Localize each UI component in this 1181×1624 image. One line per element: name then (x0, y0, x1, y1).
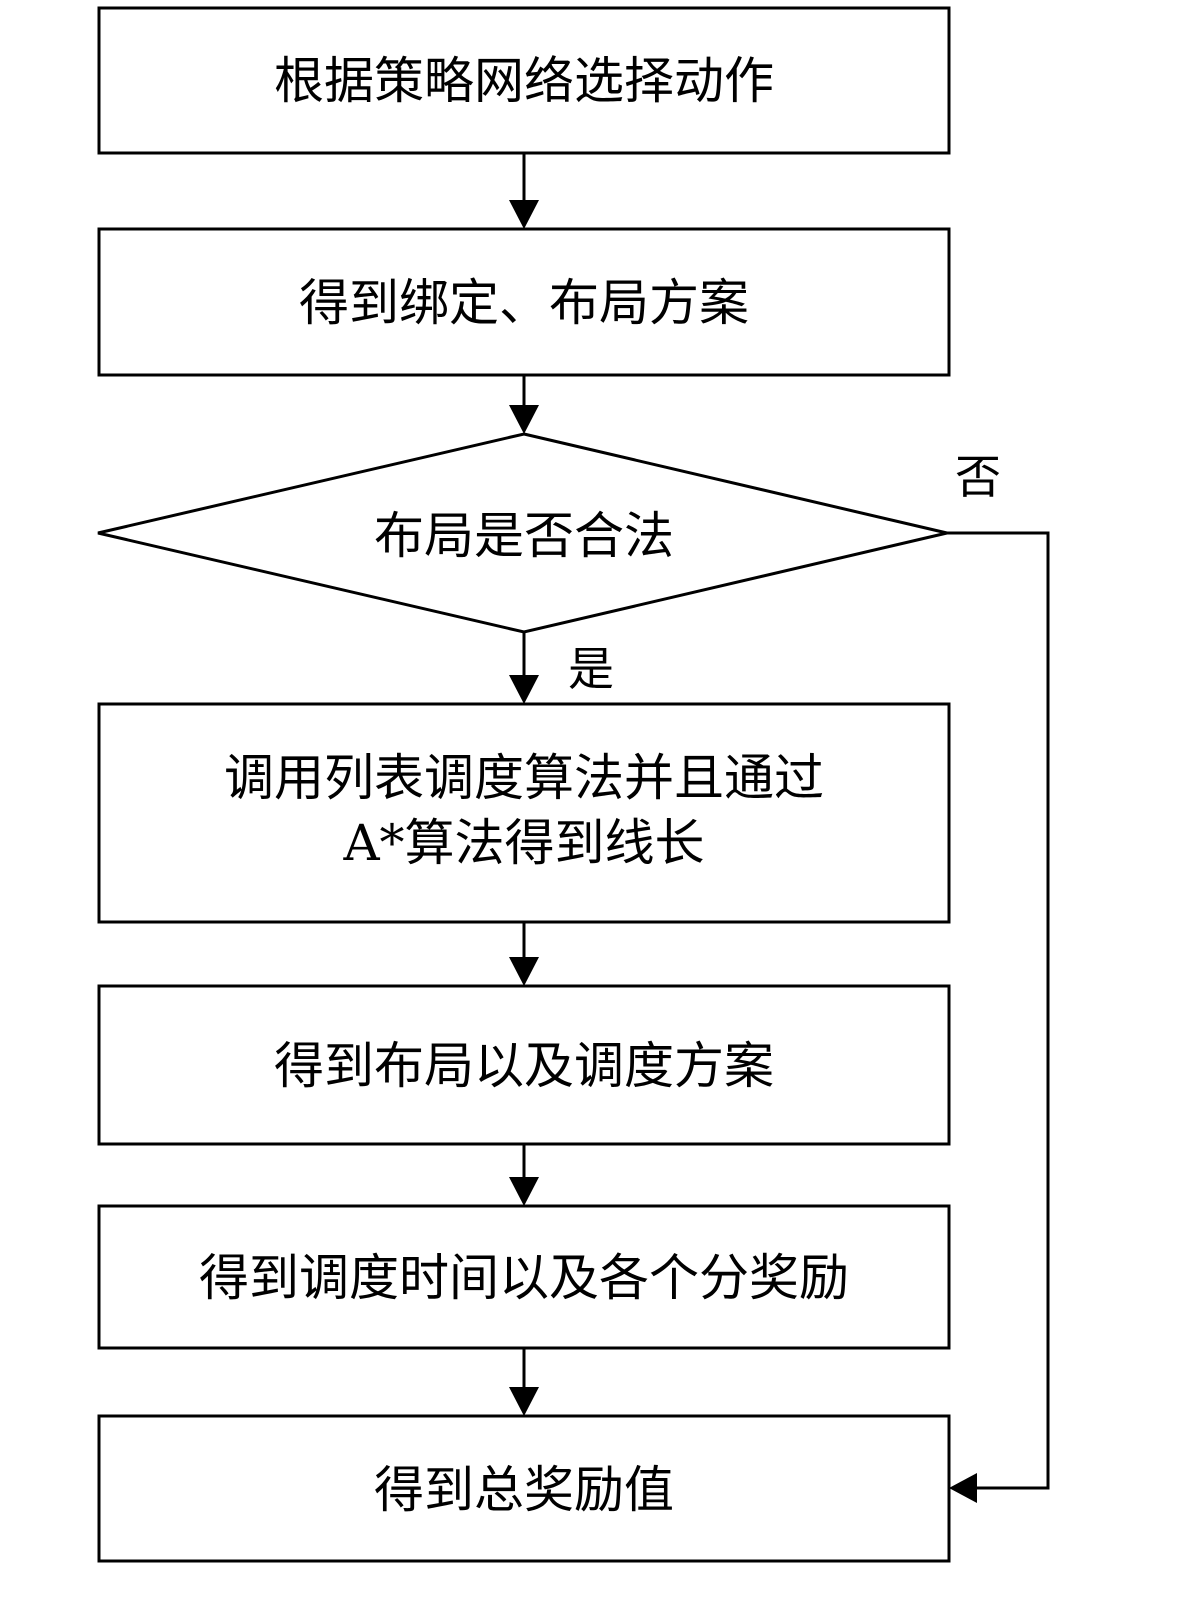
node-box (97, 6, 951, 155)
edge-line (947, 531, 1050, 1490)
edge-plan-to-time (509, 1144, 539, 1206)
node-label: 得到布局以及调度方案 (274, 1037, 774, 1095)
node-list-scheduling: 调用列表调度算法并且通过 A*算法得到线长 (97, 702, 951, 924)
edge-decision-yes: 是 (509, 632, 614, 704)
arrowhead-icon (509, 1177, 539, 1206)
node-label: 得到总奖励值 (374, 1461, 674, 1519)
arrowhead-icon (509, 1387, 539, 1416)
node-layout-legal: 布局是否合法 (97, 432, 948, 634)
node-get-binding-layout: 得到绑定、布局方案 (97, 227, 951, 377)
node-get-time-rewards: 得到调度时间以及各个分奖励 (97, 1204, 951, 1350)
node-box (97, 702, 951, 924)
node-box (97, 984, 951, 1146)
node-label: 得到绑定、布局方案 (299, 274, 749, 332)
arrowhead-icon (509, 200, 539, 229)
edge-decision-no: 否 (947, 450, 1050, 1503)
edge-time-to-total (509, 1348, 539, 1416)
node-box (97, 1414, 951, 1563)
node-label: 得到调度时间以及各个分奖励 (199, 1249, 849, 1307)
arrowhead-icon (509, 957, 539, 986)
node-get-layout-schedule: 得到布局以及调度方案 (97, 984, 951, 1146)
node-label-line-2: A*算法得到线长 (342, 814, 704, 872)
edge-binding-to-decision (509, 375, 539, 434)
edge-label-no: 否 (955, 450, 1001, 504)
node-get-total-reward: 得到总奖励值 (97, 1414, 951, 1563)
node-label: 根据策略网络选择动作 (274, 52, 774, 110)
node-label: 布局是否合法 (374, 507, 674, 565)
node-box (97, 227, 951, 377)
edge-scheduling-to-plan (509, 922, 539, 986)
edge-select-to-binding (509, 153, 539, 229)
arrowhead-icon (509, 405, 539, 434)
node-select-action: 根据策略网络选择动作 (97, 6, 951, 155)
edge-label-yes: 是 (568, 642, 614, 696)
node-label-line-1: 调用列表调度算法并且通过 (224, 749, 824, 807)
node-box (97, 1204, 951, 1350)
arrowhead-icon (509, 675, 539, 704)
arrowhead-icon (949, 1473, 977, 1503)
